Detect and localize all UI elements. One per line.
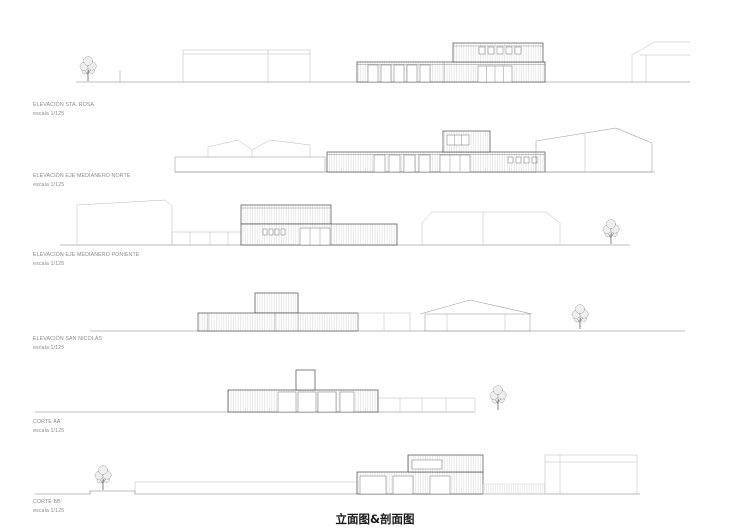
neighbor-building bbox=[544, 454, 638, 495]
neighbor-warehouse bbox=[535, 127, 653, 173]
drawing-scale: escala 1/125 bbox=[33, 345, 64, 351]
house-section bbox=[356, 454, 484, 495]
interior-glazing bbox=[277, 391, 355, 413]
boundary-fence bbox=[378, 397, 476, 412]
tree bbox=[489, 385, 507, 411]
small-windows bbox=[507, 156, 538, 164]
elevation-eje-medianero-poniente: ELEVACIÓN EJE MEDIANERO PONIENTE escala … bbox=[33, 199, 630, 267]
section-bb: CORTE BB' escala 1/125 bbox=[33, 454, 640, 514]
upper-floor-volume bbox=[254, 292, 299, 314]
sheet-caption: 立面图&剖面图 bbox=[335, 512, 414, 526]
elevation-eje-medianero-norte: ELEVACIÓN EJE MEDIANERO NORTE escala 1/1… bbox=[33, 127, 655, 188]
drawing-scale: escala 1/125 bbox=[33, 261, 64, 267]
ground-floor-windows bbox=[373, 154, 431, 173]
fence-hatching bbox=[482, 483, 546, 495]
drawing-title: CORTE AA' bbox=[33, 419, 62, 425]
glass-door bbox=[439, 154, 471, 173]
volume-joints bbox=[207, 313, 299, 331]
neighbor-building bbox=[182, 49, 311, 83]
drawing-title: ELEVACIÓN EJE MEDIANERO PONIENTE bbox=[33, 251, 140, 258]
house-elevation bbox=[197, 292, 359, 332]
upper-floor-volume bbox=[295, 369, 316, 391]
ground-floor-windows bbox=[262, 228, 286, 236]
house-section bbox=[227, 369, 379, 413]
upper-floor-window bbox=[446, 134, 470, 146]
tree bbox=[602, 219, 620, 245]
tree bbox=[79, 56, 97, 82]
section-aa: CORTE AA' escala 1/125 bbox=[33, 369, 507, 434]
boundary-wall bbox=[174, 156, 326, 173]
tree bbox=[571, 304, 589, 330]
neighbor-building bbox=[76, 199, 173, 246]
drawing-title: ELEVACIÓN STA. ROSA bbox=[33, 101, 95, 108]
neighbor-house bbox=[419, 299, 533, 332]
neighbor-roofs bbox=[207, 139, 311, 157]
drawing-title: ELEVACIÓN SAN NICOLÁS bbox=[33, 335, 102, 342]
elevation-san-nicolas: ELEVACIÓN SAN NICOLÁS escala 1/125 bbox=[33, 292, 685, 351]
elevation-sta-rosa: ELEVACIÓN STA. ROSA escala 1/125 bbox=[33, 41, 690, 117]
ground-floor-volume bbox=[197, 312, 359, 332]
drawing-title: ELEVACIÓN EJE MEDIANERO NORTE bbox=[33, 172, 131, 179]
tree bbox=[94, 465, 112, 491]
boundary-fence bbox=[357, 312, 411, 332]
drawing-scale: escala 1/125 bbox=[33, 111, 64, 117]
ground-line bbox=[35, 490, 640, 495]
drawing-scale: escala 1/125 bbox=[33, 182, 64, 188]
house-elevation bbox=[326, 130, 546, 173]
drawing-scale: escala 1/125 bbox=[33, 508, 64, 514]
drawing-scale: escala 1/125 bbox=[33, 428, 64, 434]
upper-floor-window bbox=[411, 459, 443, 470]
drawing-title: CORTE BB' bbox=[33, 499, 62, 505]
interior-glazing bbox=[359, 475, 451, 495]
upper-floor-windows bbox=[478, 46, 522, 55]
neighbor-house bbox=[421, 211, 561, 246]
glass-door bbox=[477, 65, 513, 83]
glass-door bbox=[299, 227, 331, 246]
ground-floor-windows bbox=[367, 62, 445, 83]
neighbor-house bbox=[631, 41, 690, 82]
boundary-wall bbox=[134, 481, 357, 491]
boundary-fence bbox=[171, 231, 242, 246]
house-elevation bbox=[240, 204, 398, 246]
house-elevation bbox=[356, 42, 546, 83]
